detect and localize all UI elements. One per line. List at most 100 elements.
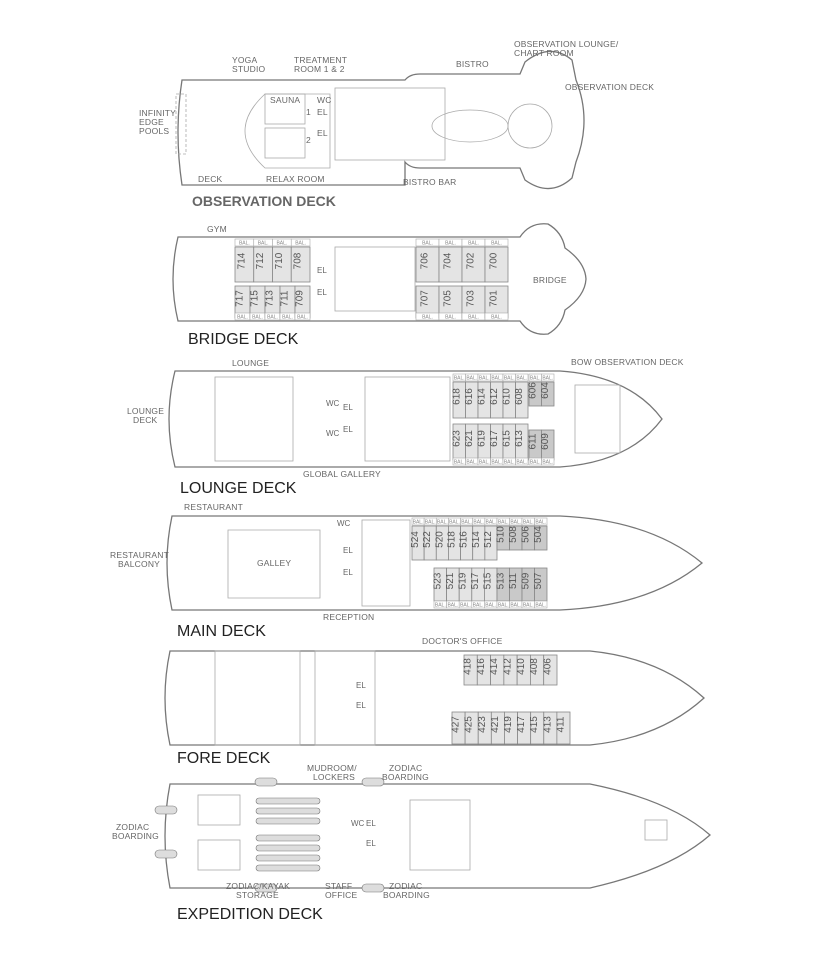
label-zodiac-boarding: ZODIAC: [389, 763, 422, 773]
label-wc: WC: [337, 519, 351, 528]
kayak-storage: [154, 777, 385, 893]
cabin-number: 702: [466, 252, 477, 269]
zodiac-boat: [361, 883, 385, 893]
kayak: [255, 834, 321, 842]
balcony-label: BAL.: [479, 376, 490, 382]
cabin-number: 706: [420, 252, 431, 269]
bow-room: [574, 384, 621, 454]
label-zodiac-left: ZODIAC: [116, 822, 149, 832]
relax-room: [264, 127, 306, 159]
observation-deck-title: OBSERVATION DECK: [192, 193, 336, 209]
balcony-label: BAL.: [498, 603, 509, 609]
expedition-deck-hull: [164, 783, 711, 889]
cabin-number: 711: [280, 290, 291, 306]
observation-lounge: [507, 103, 553, 149]
lounge-cabins: 618BAL.616BAL.614BAL.612BAL.610BAL.608BA…: [451, 373, 555, 466]
label-el-2: EL: [317, 128, 328, 138]
cabin-number: 613: [514, 430, 525, 447]
cabin-number: 517: [470, 572, 481, 589]
cabin-604[interactable]: [541, 381, 555, 407]
cabin-number: 701: [489, 290, 500, 307]
label-pools-2: EDGE: [139, 117, 164, 127]
cabin-number: 510: [495, 526, 506, 543]
cabin-number: 406: [542, 658, 553, 675]
cabin-number: 524: [410, 531, 421, 548]
cabin-708[interactable]: [290, 246, 311, 283]
balcony-label: BAL.: [535, 603, 546, 609]
cabin-number: 425: [464, 716, 475, 733]
fore-service: [314, 650, 376, 746]
lounge-room: [214, 376, 294, 462]
label-el: EL: [317, 266, 327, 275]
balcony-label: BAL.: [542, 460, 553, 466]
cabin-number: 512: [483, 531, 494, 548]
cabin-number: 708: [293, 252, 304, 269]
cabin-number: 623: [451, 430, 462, 447]
balcony: [534, 517, 548, 526]
balcony-label: BAL.: [516, 376, 527, 382]
infinity-pools: [175, 93, 187, 155]
cabin-number: 416: [476, 658, 487, 675]
balcony-label: BAL.: [535, 520, 546, 526]
label-wc: WC: [317, 95, 332, 105]
cabin-number: 506: [520, 526, 531, 543]
balcony-label: BAL.: [466, 376, 477, 382]
cabin-number: 520: [434, 531, 445, 548]
fore-hold: [214, 650, 301, 746]
cabin-number: 523: [432, 572, 443, 589]
expedition-deck: MUDROOM/ LOCKERS ZODIAC BOARDING ZODIAC …: [112, 763, 711, 923]
expedition-deck-title: EXPEDITION DECK: [177, 906, 323, 923]
cabin-number: 417: [516, 716, 527, 733]
cabin-608[interactable]: [515, 381, 529, 419]
cabin-number: 616: [464, 388, 475, 405]
cabin-504[interactable]: [534, 525, 548, 551]
cabin-number: 414: [489, 658, 500, 675]
cabin-number: 514: [471, 531, 482, 548]
label-room-2: 2: [306, 135, 311, 145]
cabin-number: 507: [533, 572, 544, 589]
cabin-number: 411: [555, 716, 566, 732]
cabin-number: 704: [443, 252, 454, 269]
cabin-number: 612: [489, 388, 500, 405]
main-deck: 524BAL.522BAL.520BAL.518BAL.516BAL.514BA…: [110, 502, 704, 640]
balcony-label: BAL.: [454, 376, 465, 382]
cabin-number: 504: [533, 526, 544, 543]
label-kayak-storage-2: STORAGE: [236, 890, 279, 900]
bridge-deck: 714BAL.712BAL.710BAL.708BAL.717BAL.715BA…: [172, 223, 587, 348]
cabin-411[interactable]: [556, 711, 571, 745]
label-global-gallery: GLOBAL GALLERY: [303, 469, 381, 479]
balcony-label: BAL.: [530, 460, 541, 466]
balcony-label: BAL.: [486, 520, 497, 526]
cabin-number: 419: [503, 716, 514, 733]
balcony: [294, 312, 311, 321]
cabin-number: 700: [489, 252, 500, 269]
cabin-number: 427: [451, 716, 462, 733]
balcony: [541, 373, 555, 382]
cabin-number: 609: [540, 433, 551, 450]
cabin-700[interactable]: [484, 246, 509, 283]
cabin-number: 516: [459, 531, 470, 548]
balcony-label: BAL.: [530, 376, 541, 382]
label-bridge: BRIDGE: [533, 275, 567, 285]
cabin-number: 413: [542, 716, 553, 733]
cabin-number: 717: [235, 290, 246, 307]
label-pools: INFINITY: [139, 108, 176, 118]
cabin-number: 614: [476, 388, 487, 405]
label-yoga-2: STUDIO: [232, 64, 266, 74]
cabin-number: 410: [516, 658, 527, 675]
lounge-deck: 618BAL.616BAL.614BAL.612BAL.610BAL.608BA…: [127, 357, 684, 497]
balcony-label: BAL.: [239, 241, 250, 247]
balcony: [534, 600, 548, 609]
cabin-406[interactable]: [543, 654, 558, 686]
balcony-label: BAL.: [516, 460, 527, 466]
cabin-number: 709: [295, 290, 306, 307]
label-wc-2: WC: [326, 429, 340, 438]
balcony-label: BAL.: [282, 315, 293, 321]
label-relax: RELAX ROOM: [266, 174, 325, 184]
label-restaurant-balcony: RESTAURANT: [110, 550, 169, 560]
cabin-number: 418: [463, 658, 474, 675]
label-lounge-deck: LOUNGE: [127, 406, 164, 416]
zodiac-boat: [154, 849, 178, 859]
